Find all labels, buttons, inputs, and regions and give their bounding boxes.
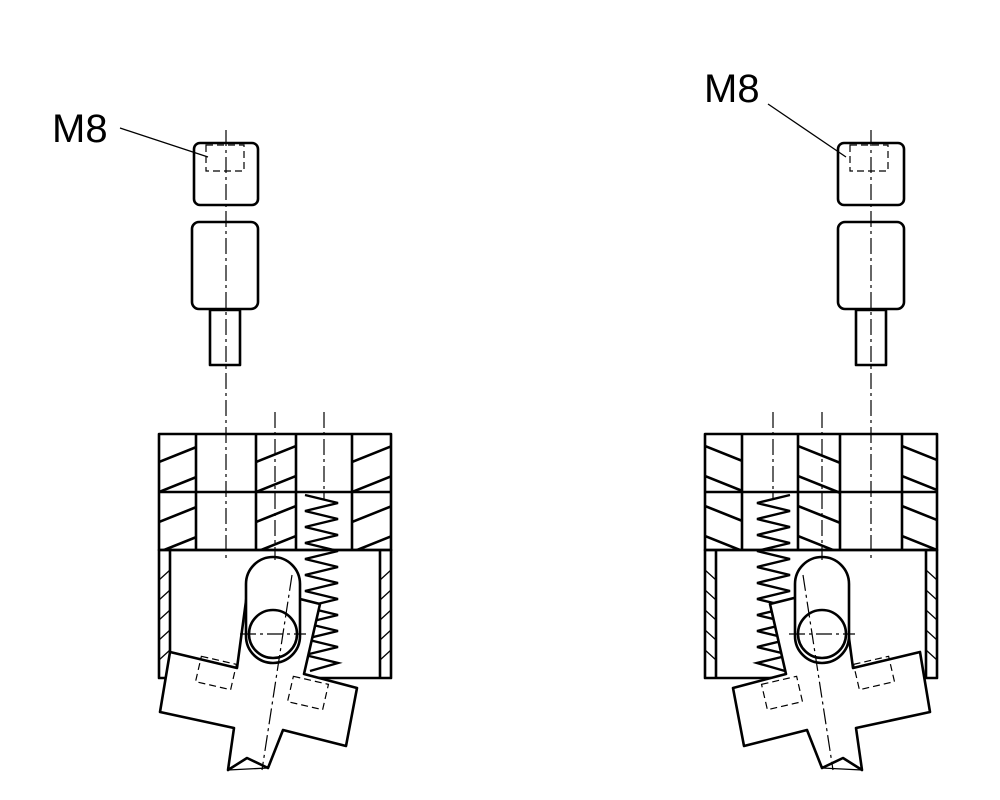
right-lever-break bbox=[821, 767, 863, 771]
left-spring bbox=[304, 493, 343, 673]
right-lever-hole-a bbox=[852, 655, 896, 691]
right-upper-block bbox=[703, 432, 939, 552]
right-leader-line bbox=[767, 103, 847, 158]
right-pin bbox=[854, 308, 888, 367]
left-screw-socket bbox=[205, 144, 245, 172]
left-lever-hole-a bbox=[194, 655, 238, 691]
left-pin bbox=[208, 308, 242, 367]
right-screw-socket bbox=[849, 144, 889, 172]
left-thread-label: M8 bbox=[52, 107, 108, 151]
left-lever-axis bbox=[261, 574, 293, 771]
left-lever-break bbox=[227, 767, 269, 771]
right-lever-axis bbox=[802, 574, 834, 771]
left-assembly: M8 bbox=[52, 107, 393, 772]
right-lever-hole-b bbox=[760, 675, 804, 711]
right-thread-label: M8 bbox=[704, 67, 760, 111]
left-sleeve bbox=[190, 220, 260, 311]
right-assembly: M8 bbox=[703, 67, 939, 772]
left-lever bbox=[158, 584, 359, 772]
left-lever-hole-b bbox=[286, 675, 330, 711]
